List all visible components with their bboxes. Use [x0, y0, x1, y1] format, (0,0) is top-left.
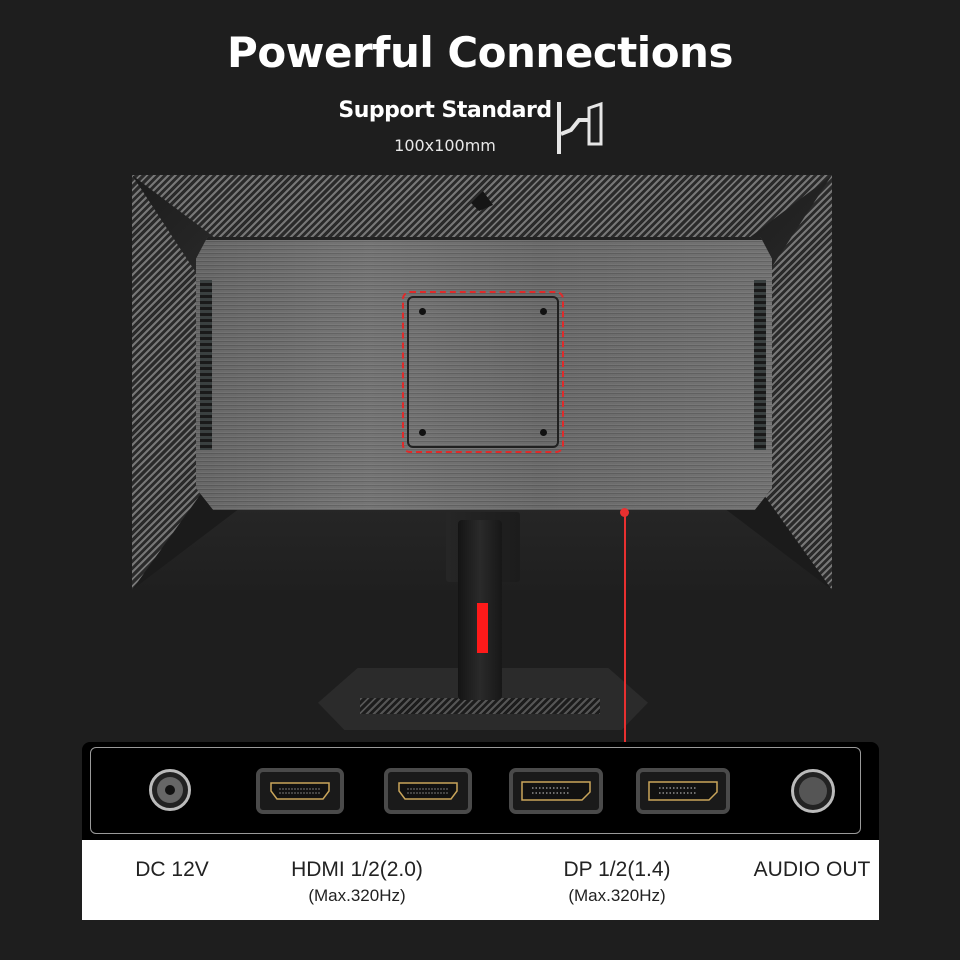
stand-red-accent — [477, 603, 488, 653]
displayport-icon — [509, 768, 603, 814]
hdmi-port-icon — [256, 768, 344, 814]
brand-logo-icon — [471, 191, 493, 211]
monitor-rear — [132, 175, 832, 590]
audio-jack-icon — [791, 769, 835, 813]
port-labels: DC 12V HDMI 1/2(2.0) (Max.320Hz) DP 1/2(… — [82, 840, 879, 920]
vent-left — [200, 280, 212, 450]
label-hdmi: HDMI 1/2(2.0) (Max.320Hz) — [291, 858, 423, 905]
callout-line — [624, 512, 626, 744]
vesa-mount-area — [402, 291, 564, 453]
brushed-metal-panel — [196, 237, 772, 510]
ports-panel — [82, 742, 879, 840]
page-title: Powerful Connections — [227, 28, 733, 77]
vesa-subtitle: Support Standard — [338, 98, 552, 123]
screw-hole — [540, 429, 547, 436]
stand-base-texture — [360, 698, 600, 714]
label-audio: AUDIO OUT — [753, 858, 871, 881]
wall-mount-icon — [557, 101, 603, 154]
screw-hole — [540, 308, 547, 315]
screw-hole — [419, 429, 426, 436]
screw-hole — [419, 308, 426, 315]
vesa-spec: 100x100mm — [394, 136, 496, 155]
dc-power-port-icon — [149, 769, 191, 811]
label-dp: DP 1/2(1.4) (Max.320Hz) — [563, 858, 671, 905]
hdmi-port-icon — [384, 768, 472, 814]
displayport-icon — [636, 768, 730, 814]
vent-right — [754, 280, 766, 450]
label-dc: DC 12V — [135, 858, 209, 881]
